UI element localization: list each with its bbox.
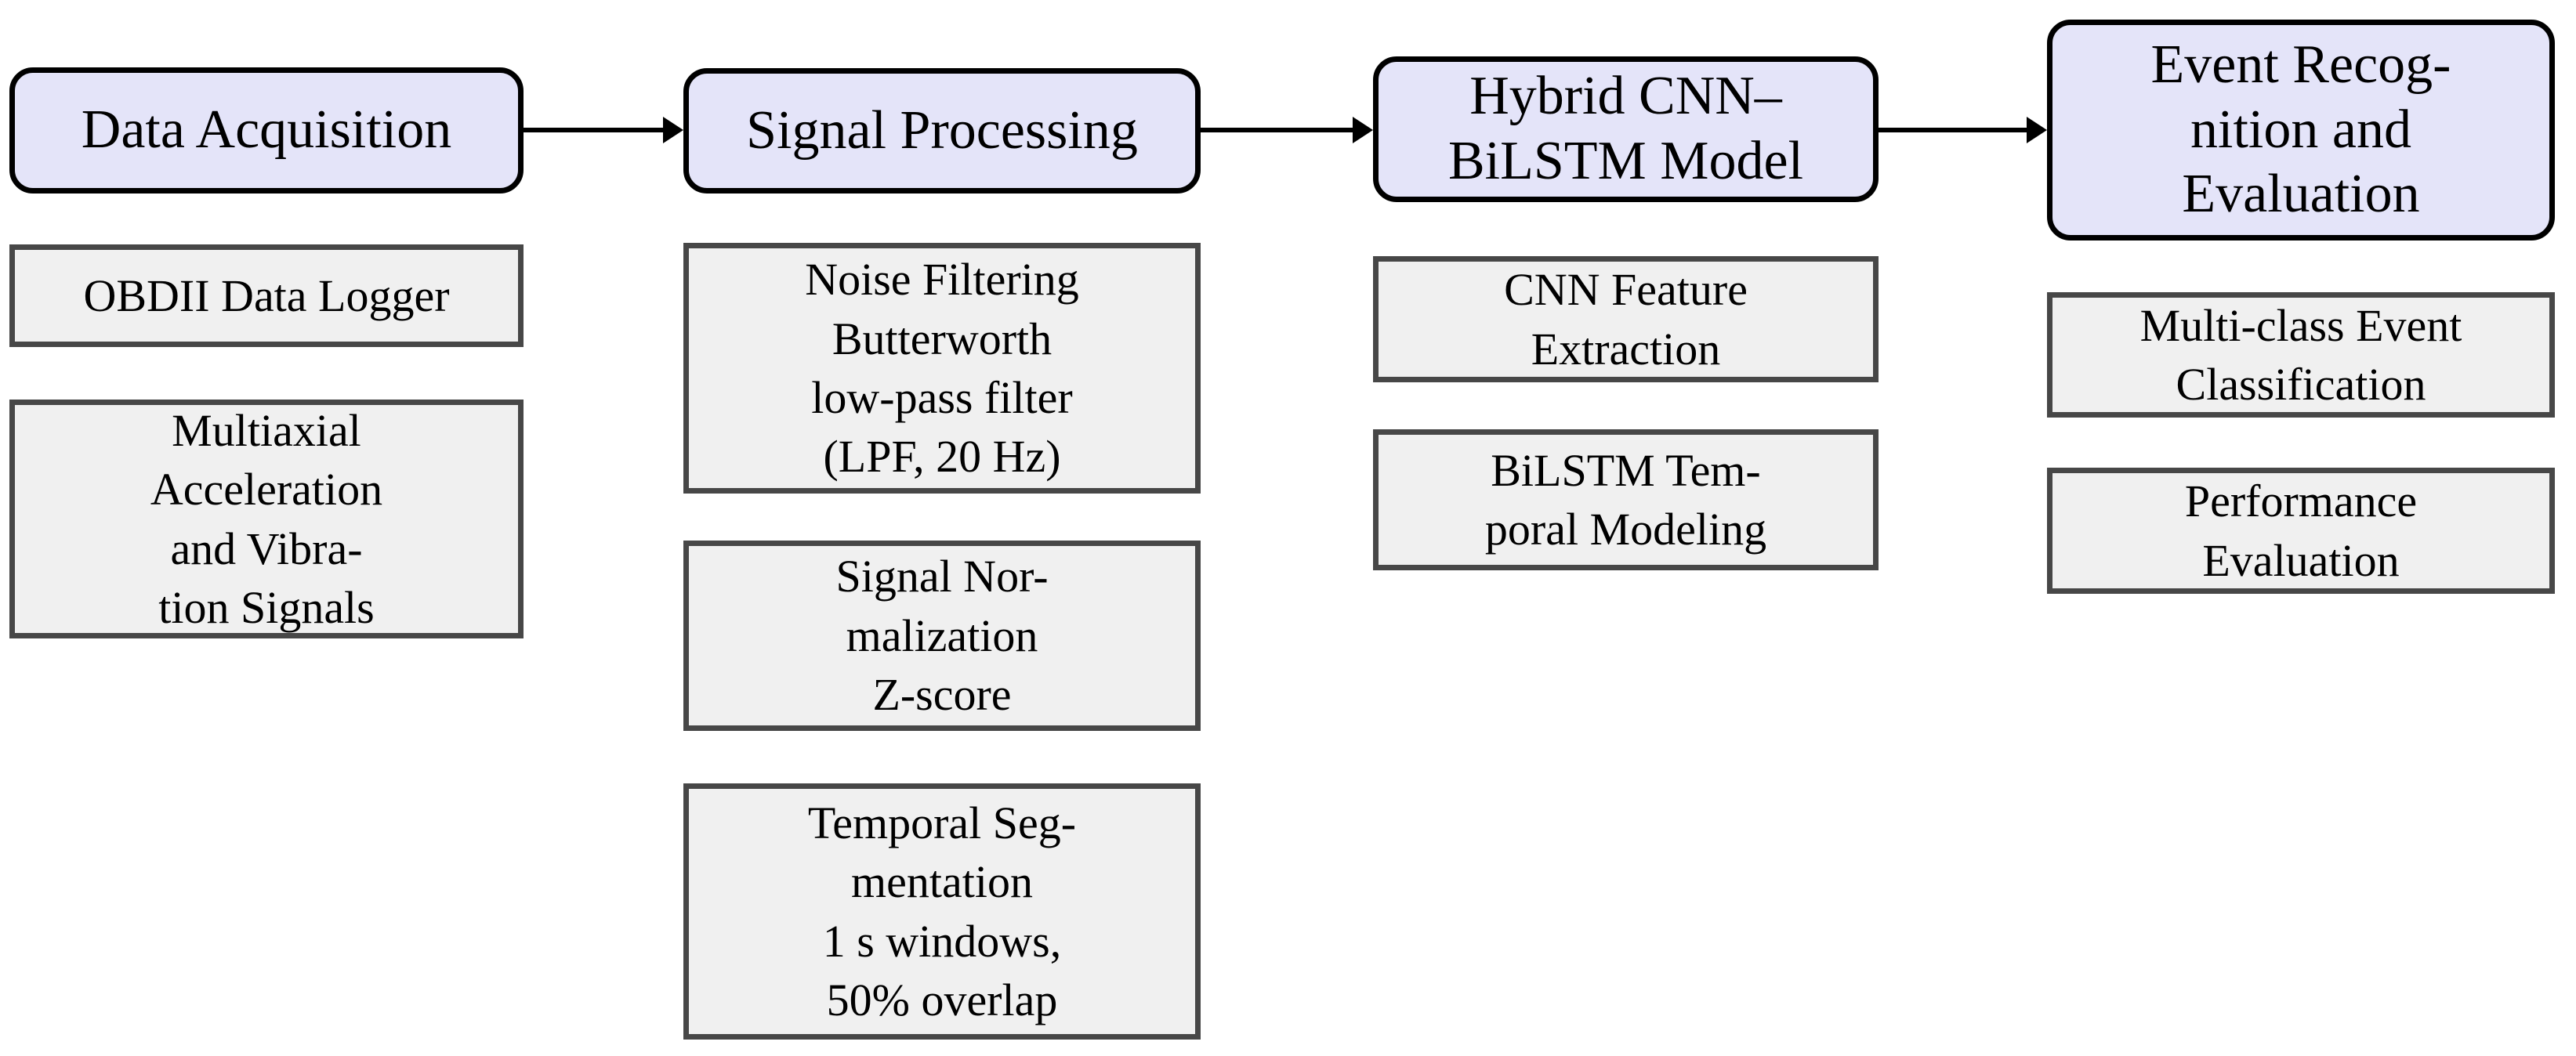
header-label: Signal Processing	[746, 99, 1138, 161]
header-label: Data Acquisition	[81, 99, 452, 161]
subbox-obdii-data-logger: OBDII Data Logger	[9, 244, 524, 347]
subbox-noise-filtering: Noise Filtering Butterworth low-pass fil…	[683, 243, 1201, 494]
arrow-shaft	[1201, 128, 1357, 132]
subbox-label: Temporal Seg- mentation 1 s windows, 50%…	[807, 797, 1077, 1025]
subbox-label: CNN Feature Extraction	[1504, 264, 1748, 374]
subbox-label: OBDII Data Logger	[83, 269, 450, 321]
subbox-bilstm-temporal-modeling: BiLSTM Tem- poral Modeling	[1373, 429, 1879, 570]
subbox-multiclass-event-classification: Multi-class Event Classification	[2047, 292, 2555, 418]
arrow-shaft	[524, 128, 668, 132]
arrowhead-right-icon	[663, 117, 683, 143]
header-hybrid-cnn-bilstm-model: Hybrid CNN– BiLSTM Model	[1373, 56, 1879, 202]
subbox-temporal-segmentation: Temporal Seg- mentation 1 s windows, 50%…	[683, 783, 1201, 1040]
subbox-cnn-feature-extraction: CNN Feature Extraction	[1373, 256, 1879, 382]
subbox-label: Multiaxial Acceleration and Vibra- tion …	[150, 404, 383, 633]
header-event-recognition-evaluation: Event Recog- nition and Evaluation	[2047, 20, 2555, 240]
subbox-multiaxial-acceleration-vibration-signals: Multiaxial Acceleration and Vibra- tion …	[9, 400, 524, 638]
header-label: Event Recog- nition and Evaluation	[2150, 34, 2451, 225]
subbox-label: Signal Nor- malization Z-score	[835, 551, 1049, 721]
subbox-label: Noise Filtering Butterworth low-pass fil…	[805, 254, 1079, 483]
subbox-label: Multi-class Event Classification	[2139, 299, 2462, 410]
subbox-label: Performance Evaluation	[2184, 476, 2418, 586]
header-label: Hybrid CNN– BiLSTM Model	[1447, 66, 1804, 191]
subbox-label: BiLSTM Tem- poral Modeling	[1484, 444, 1767, 555]
arrowhead-right-icon	[2027, 117, 2047, 143]
arrow-shaft	[1879, 128, 2031, 132]
header-signal-processing: Signal Processing	[683, 68, 1201, 193]
subbox-performance-evaluation: Performance Evaluation	[2047, 468, 2555, 594]
arrowhead-right-icon	[1353, 117, 1373, 143]
subbox-signal-normalization: Signal Nor- malization Z-score	[683, 541, 1201, 731]
header-data-acquisition: Data Acquisition	[9, 67, 524, 193]
